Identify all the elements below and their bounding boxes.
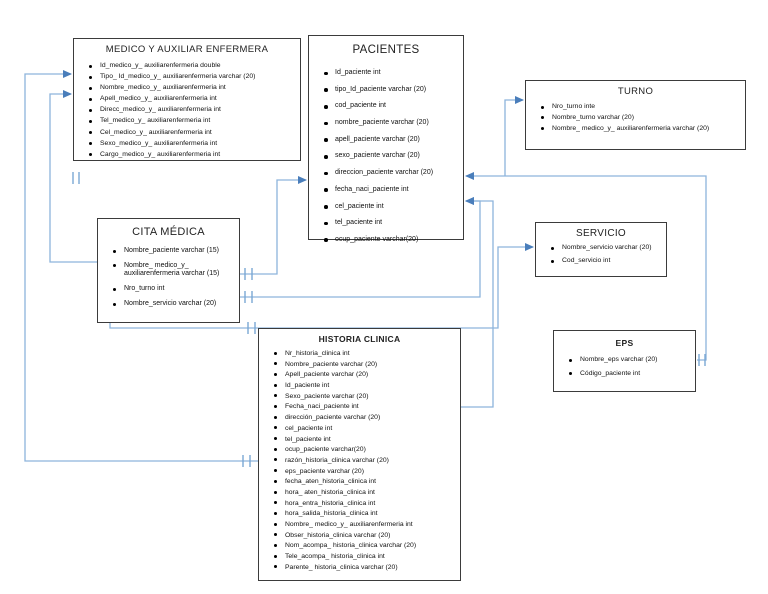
entity-field: Obser_historia_clinica varchar (20) <box>274 531 454 540</box>
entity-field: Nr_historia_clinica int <box>274 349 454 358</box>
entity-field: Código_paciente int <box>569 370 689 379</box>
entity-field: Tel_medico_y_ auxiliarenfermeria int <box>89 117 294 126</box>
entity-title: EPS <box>615 338 634 348</box>
entity-field: ocup_paciente varchar(20) <box>274 445 454 454</box>
entity-field: cel_paciente int <box>324 203 457 212</box>
entity-field: Fecha_naci_paciente int <box>274 402 454 411</box>
entity-field: apell_paciente varchar (20) <box>324 136 457 145</box>
entity-title: HISTORIA CLINICA <box>318 334 401 344</box>
entity-field-list: Nombre_eps varchar (20) Código_paciente i… <box>554 356 695 387</box>
entity-field: Cargo_medico_y_ auxiliarenfermeria int <box>89 151 294 160</box>
entity-field: Cel_medico_y_ auxiliarenfermeria int <box>89 129 294 138</box>
entity-field: Nombre_servicio varchar (20) <box>551 244 660 253</box>
entity-field: nombre_paciente varchar (20) <box>324 119 457 128</box>
entity-field: cod_paciente int <box>324 102 457 111</box>
entity-field: Apell_medico_y_ auxiliarenfermeria int <box>89 95 294 104</box>
entity-field: Nombre_paciente varchar (15) <box>113 247 233 256</box>
entity-title: CITA MÉDICA <box>132 226 205 238</box>
entity-pacientes: PACIENTES Id_paciente int tipo_Id_paciente… <box>308 35 464 243</box>
entity-field: Direcc_medico_y_ auxiliarenfermeria int <box>89 106 294 115</box>
entity-field: tel_paciente int <box>274 435 454 444</box>
entity-field: Nombre_medico_y_ auxiliarenfermeria int <box>89 84 294 93</box>
entity-field: Nombre_servicio varchar (20) <box>113 300 233 309</box>
entity-title: TURNO <box>617 86 654 97</box>
entity-field: fecha_aten_historia_clinica int <box>274 477 454 486</box>
entity-field: Cod_servicio int <box>551 257 660 266</box>
entity-field: Nombre_ medico_y_ auxiliarenfermeria var… <box>541 125 739 134</box>
entity-field: eps_paciente varchar (20) <box>274 467 454 476</box>
entity-field: Tipo_ Id_medico_y_ auxiliarenfermeria va… <box>89 73 294 82</box>
entity-field: hora_entra_historia_clinica int <box>274 499 454 508</box>
entity-eps: EPS Nombre_eps varchar (20) Código_pacient… <box>553 330 696 392</box>
relationship-line-historia-to-pacientes-right <box>461 197 494 408</box>
relationship-line-to-turno <box>504 96 524 176</box>
entity-field: Sexo_medico_y_ auxiliarenfermeria int <box>89 140 294 149</box>
entity-title: MEDICO Y AUXILIAR ENFERMERA <box>105 44 269 55</box>
entity-field: Nombre_eps varchar (20) <box>569 356 689 365</box>
entity-field: Nro_turno inte <box>541 103 739 112</box>
entity-field: ocup_paciente varchar(20) <box>324 236 457 245</box>
entity-field: tipo_Id_paciente varchar (20) <box>324 86 457 95</box>
entity-field-list: Nombre_servicio varchar (20) Cod_servicio… <box>536 244 666 274</box>
entity-title: SERVICIO <box>575 228 626 239</box>
entity-field: Parente_ historia_clinica varchar (20) <box>274 563 454 572</box>
entity-field: dirección_paciente varchar (20) <box>274 413 454 422</box>
entity-field: Nro_turno int <box>113 285 233 294</box>
entity-field: Id_medico_y_ auxiliarenfermeria double <box>89 62 294 71</box>
entity-field: sexo_paciente varchar (20) <box>324 152 457 161</box>
entity-field-list: Id_paciente int tipo_Id_paciente varchar … <box>309 69 463 257</box>
entity-field: hora_salida_historia_clinica int <box>274 509 454 518</box>
entity-title: PACIENTES <box>352 44 420 56</box>
entity-field: Apell_paciente varchar (20) <box>274 370 454 379</box>
entity-medico: MEDICO Y AUXILIAR ENFERMERA Id_medico_y_ … <box>73 38 301 161</box>
entity-field: Nombre_paciente varchar (20) <box>274 360 454 369</box>
entity-servicio: SERVICIO Nombre_servicio varchar (20) Cod_… <box>535 222 667 277</box>
entity-field: Sexo_paciente varchar (20) <box>274 392 454 401</box>
entity-field: Tele_acompa_ historia_clinica int <box>274 552 454 561</box>
entity-field: Id_paciente int <box>324 69 457 78</box>
entity-field: Nombre_turno varchar (20) <box>541 114 739 123</box>
entity-field: razón_historia_clinica varchar (20) <box>274 456 454 465</box>
entity-field: fecha_naci_paciente int <box>324 186 457 195</box>
entity-field: cel_paciente int <box>274 424 454 433</box>
entity-field: direccion_paciente varchar (20) <box>324 169 457 178</box>
relationship-line-cita-to-pacientes-left <box>240 176 307 275</box>
entity-field: Nom_acompa_ historia_clinica varchar (20… <box>274 541 454 550</box>
entity-field: Nombre_ medico_y_ auxiliarenfermeria var… <box>113 262 233 279</box>
entity-field: tel_paciente int <box>324 219 457 228</box>
entity-field-list: Nombre_paciente varchar (15) Nombre_ medi… <box>98 247 239 319</box>
entity-field: Id_paciente int <box>274 381 454 390</box>
entity-field: hora_ aten_historia_clinica int <box>274 488 454 497</box>
entity-field: Nombre_ medico_y_ auxiliarenfermeria int <box>274 520 454 529</box>
